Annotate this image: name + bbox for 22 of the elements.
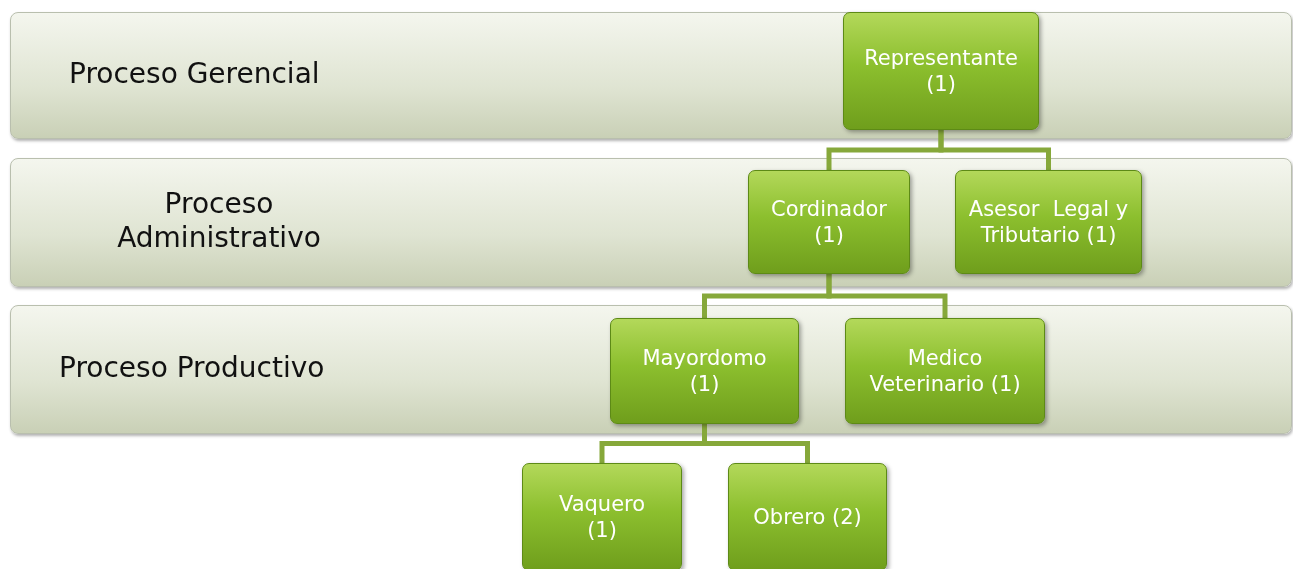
role-box — [843, 12, 1039, 130]
process-label: Proceso Administrativo — [116, 186, 322, 255]
process-band — [10, 158, 1292, 287]
role-box — [610, 318, 799, 424]
process-label: Proceso Gerencial — [69, 56, 321, 91]
role-label: Medico Veterinario (1) — [868, 344, 1022, 398]
connector-line — [938, 130, 1051, 170]
role-label: Vaquero (1) — [557, 490, 647, 544]
role-label: Obrero (2) — [753, 503, 862, 531]
role-label: Asesor Legal y Tributario (1) — [967, 195, 1130, 249]
role-label: Representante (1) — [863, 44, 1019, 98]
process-label: Proceso Productivo — [59, 350, 326, 385]
role-label: Cordinador (1) — [770, 195, 888, 249]
process-band — [10, 305, 1292, 434]
role-box — [955, 170, 1142, 274]
process-band — [10, 12, 1292, 139]
role-box — [522, 463, 682, 569]
role-box — [845, 318, 1045, 424]
connector-line — [826, 274, 948, 318]
role-label: Mayordomo (1) — [641, 344, 768, 398]
role-box — [748, 170, 910, 274]
role-box — [728, 463, 887, 569]
